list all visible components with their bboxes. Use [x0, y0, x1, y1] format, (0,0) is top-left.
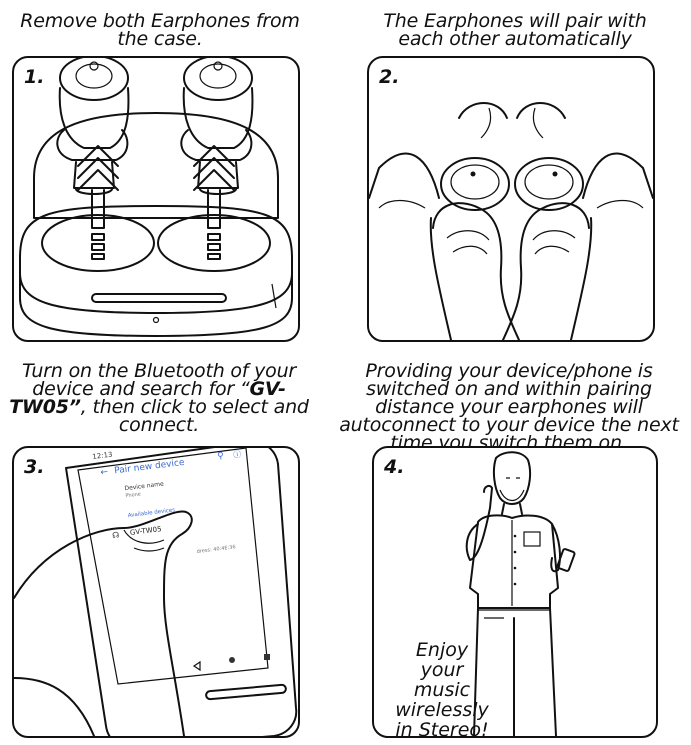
phone-device-item[interactable]: GV-TW05: [129, 525, 163, 537]
phone-available-label: Available devices: [127, 507, 176, 520]
phone-device-name-value: Phone: [125, 491, 142, 500]
caption-step-3-pre: Turn on the Bluetooth of your device and…: [21, 360, 297, 400]
panel-number-2: 2.: [379, 66, 400, 88]
caption-step-4: Providing your device/phone is switched …: [339, 360, 679, 454]
caption-step-2: The Earphones will pair with each other …: [383, 10, 647, 50]
right-up-arrow-icon: [193, 145, 235, 260]
panel-step-2: 2.: [367, 56, 655, 342]
left-earbud: [56, 58, 130, 195]
phone-status-time: 12:13: [91, 450, 113, 461]
phone-help-icon: ⓘ: [232, 449, 242, 460]
phone-address: dress: 40:4E:36: [196, 544, 236, 555]
right-earbud: [180, 58, 254, 195]
case-illustration: [19, 58, 293, 337]
caption-step-3-device: GV-TW05”: [9, 378, 286, 418]
panel-number-4: 4.: [384, 456, 405, 478]
phone-search-icon: ⚲: [216, 451, 225, 462]
phone-device-name-label: Device name: [124, 480, 165, 493]
panel-number-3: 3.: [24, 456, 45, 478]
phone-illustration: [14, 448, 298, 736]
panel-step-1: 1.: [12, 56, 300, 342]
caption-step-1: Remove both Earphones from the case.: [20, 10, 300, 50]
hands-pairing-illustration: [369, 102, 653, 340]
phone-back-icon: ←: [99, 467, 109, 479]
caption-step-3-post: , then click to select and connect.: [80, 396, 309, 436]
headphones-icon: ☊: [111, 530, 120, 541]
phone-header: Pair new device: [113, 457, 186, 477]
man-with-phone-illustration: [465, 451, 576, 736]
panel-number-1: 1.: [24, 66, 45, 88]
phone-screen-content: 12:13 ← Pair new device ⚲ ⓘ Device name …: [84, 448, 287, 653]
enjoy-text: Enjoy your music wirelessly in Stereo!: [395, 639, 489, 738]
left-up-arrow-icon: [77, 145, 119, 260]
panel-step-4: 4. Enjoy your music wirelessly in Stereo…: [372, 446, 658, 738]
panel-step-3: 3. 12:13 ← Pair new device ⚲ ⓘ Device na…: [12, 446, 300, 738]
caption-step-3: Turn on the Bluetooth of your device and…: [8, 360, 310, 436]
